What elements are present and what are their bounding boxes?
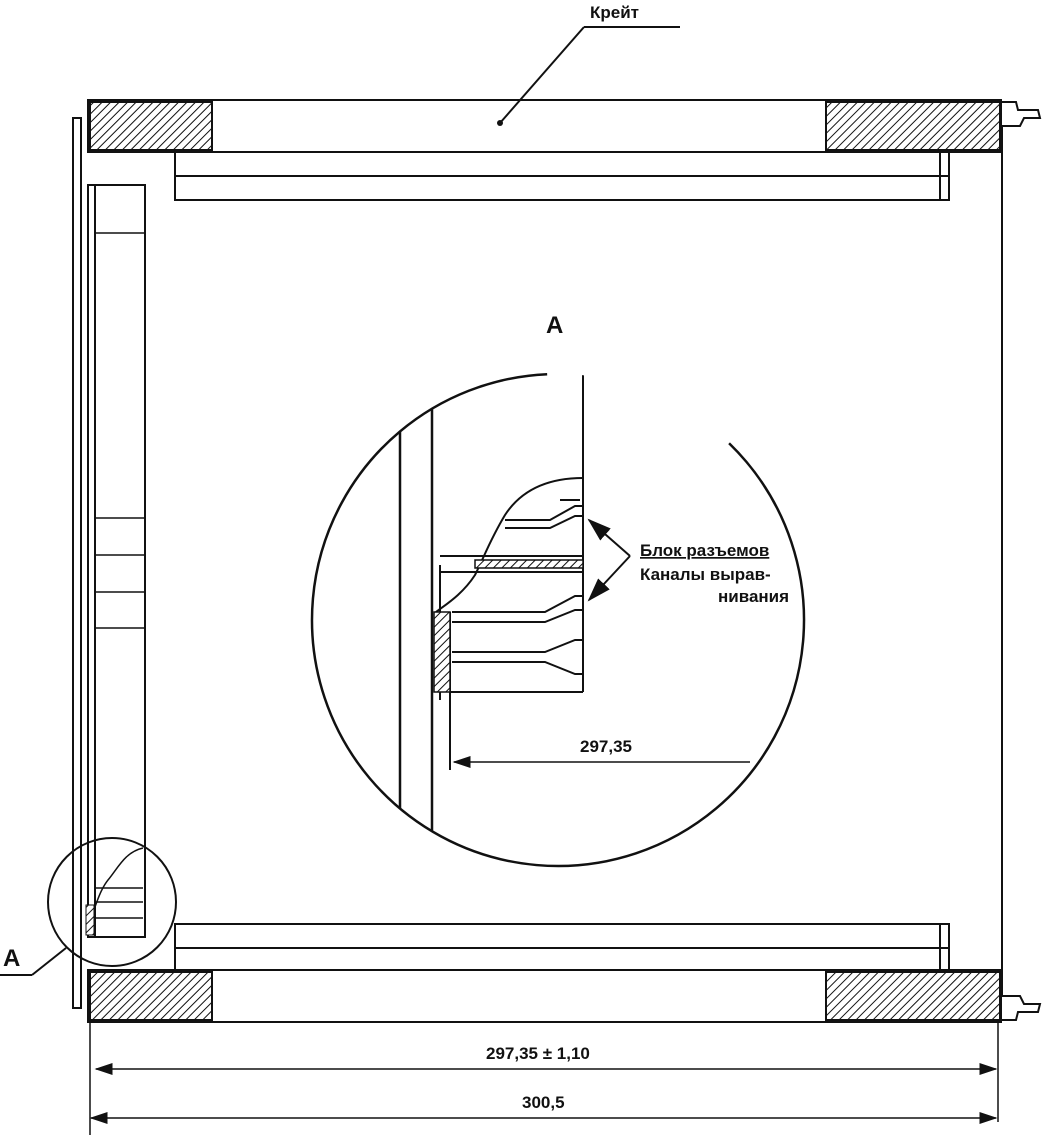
crate-leader [499,26,585,124]
alignment-channels-label-2: нивания [718,587,789,606]
alignment-channels-label-1: Каналы вырав- [640,565,771,584]
outer-width-value: 300,5 [522,1093,565,1112]
detail-mark-center: А [546,312,563,339]
detail-mark-left: А [3,945,20,972]
top-rail-flange [1000,101,1042,127]
connector-block-label: Блок разъемов [640,541,769,560]
inner-width-value: 297,35 ± 1,10 [486,1044,590,1063]
bottom-rail [87,923,1042,1023]
top-rail [87,99,1042,201]
detail-dimension-value: 297,35 [580,737,632,756]
detail-a-view [310,372,806,868]
bottom-rail-hatch-left [89,971,213,1021]
crate-label: Крейт [590,3,639,22]
top-rail-hatch-left [89,101,213,151]
bottom-rail-flange [1000,995,1042,1021]
connector-block-drawing [433,499,584,693]
detail-circle-large [310,372,806,868]
bottom-rail-hatch-right [825,971,1001,1021]
top-rail-hatch-right [825,101,1001,151]
left-backplane [72,117,146,1009]
overall-dimensions [89,1022,999,1135]
detail-circle-small [47,837,177,967]
